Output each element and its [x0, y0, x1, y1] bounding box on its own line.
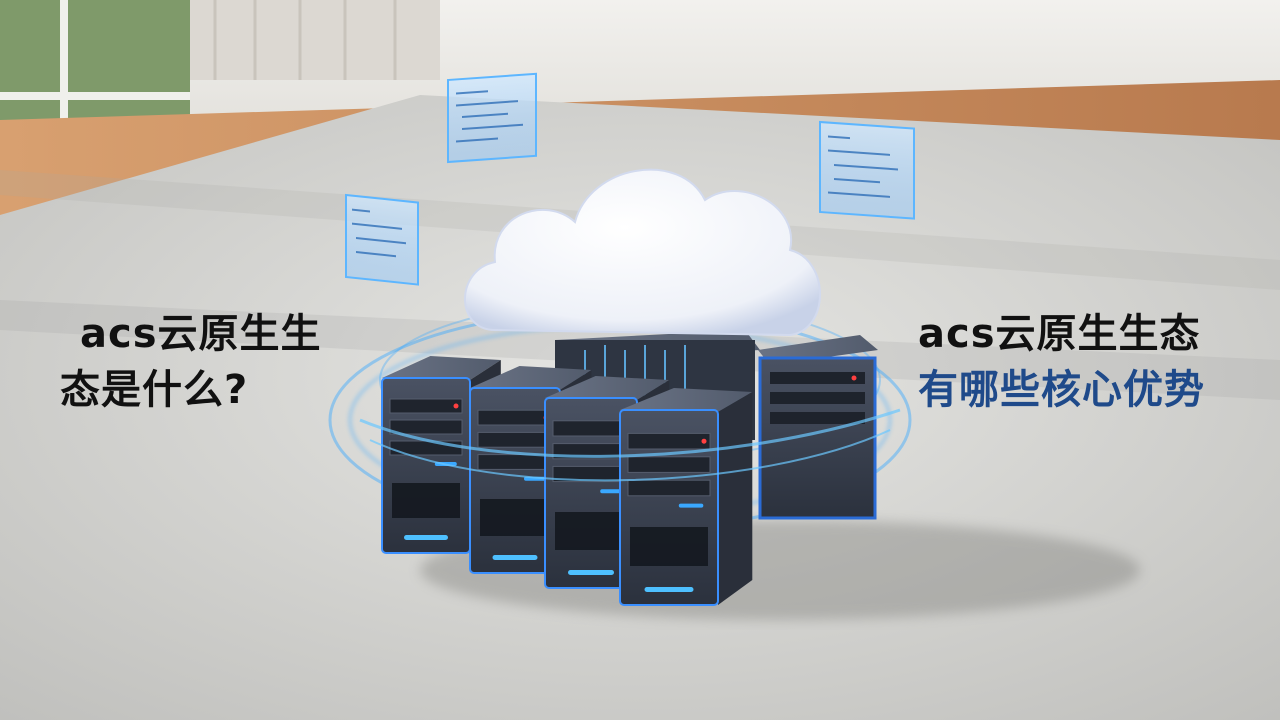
right-caption-line1: acs云原生生态: [918, 311, 1201, 357]
left-caption: acs云原生生 态是什么?: [60, 306, 322, 418]
right-caption-line2: 有哪些核心优势: [918, 367, 1205, 413]
server-tower: [469, 366, 592, 574]
hologram-panel-center: [447, 72, 537, 164]
light-swirl: [359, 408, 901, 482]
cloud-icon: [464, 168, 821, 337]
server-towers: [359, 356, 901, 606]
curtain: [190, 0, 440, 80]
left-caption-line1: acs云原生生: [80, 311, 322, 357]
hologram-panel-right: [819, 120, 915, 220]
hologram-panel-left: [345, 193, 419, 286]
left-caption-line2: 态是什么?: [60, 367, 249, 413]
right-caption: acs云原生生态 有哪些核心优势: [918, 306, 1205, 418]
server-tower: [619, 388, 753, 606]
server-back-right: [758, 335, 878, 520]
